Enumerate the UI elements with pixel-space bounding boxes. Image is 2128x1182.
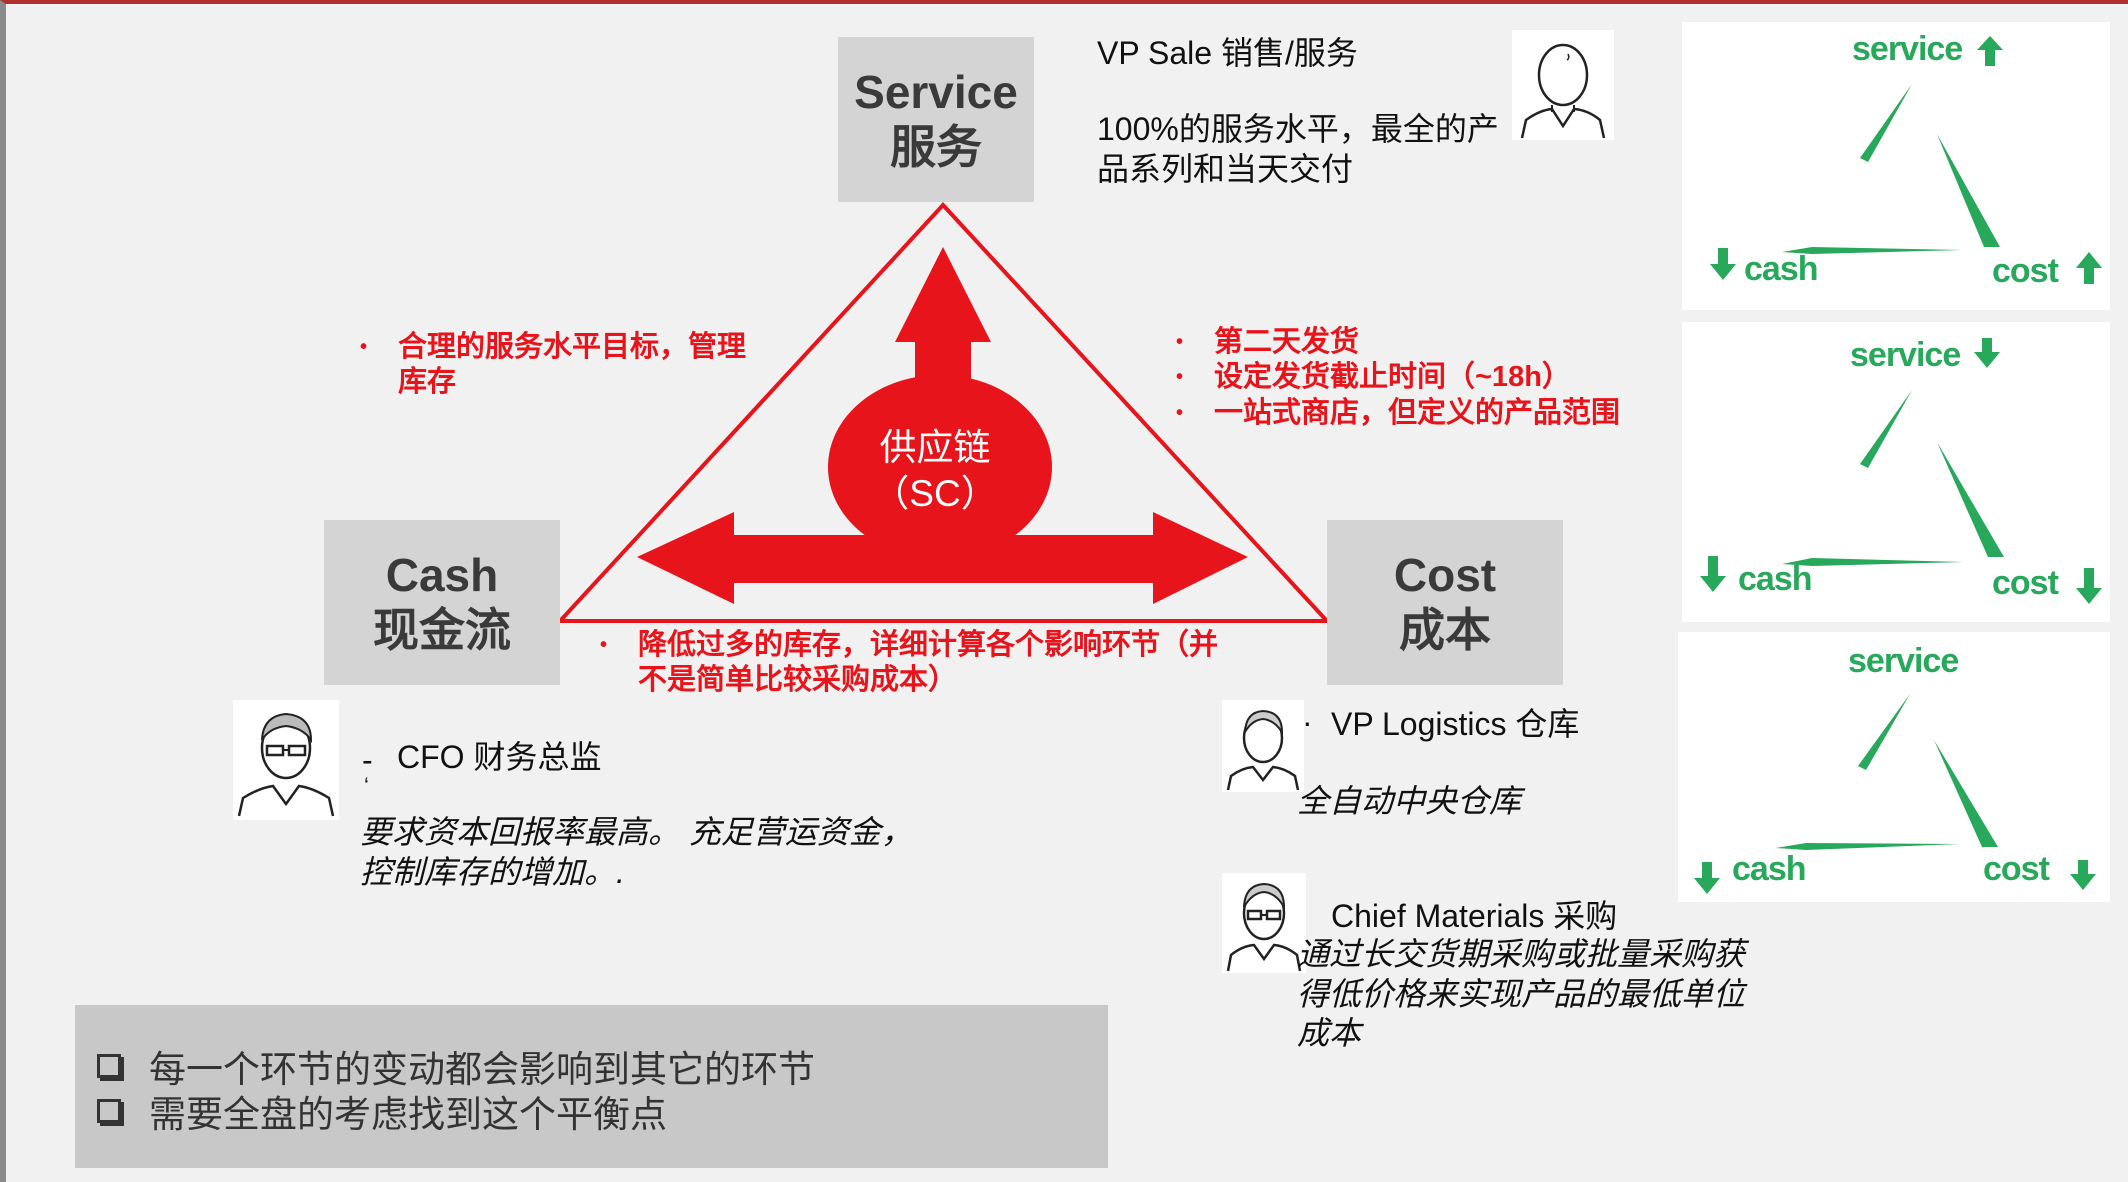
cfo-dash: - — [362, 742, 373, 778]
checkbox-icon — [97, 1098, 121, 1123]
scenario-1-service: service — [1852, 30, 1963, 68]
sc-label-line1: 供应链 — [880, 427, 991, 468]
right-annotation-3: 一站式商店，但定义的产品范围 — [1214, 396, 1621, 429]
scenario-1-cash: cash — [1744, 250, 1818, 288]
summary-text-1: 每一个环节的变动都会影响到其它的环节 — [149, 1048, 815, 1090]
bullet: • — [360, 336, 368, 358]
service-label-zh: 服务 — [890, 120, 982, 173]
scenario-2-cash: cash — [1738, 560, 1812, 598]
vp-sale-avatar-icon — [1512, 30, 1614, 140]
chief-materials-desc: 通过长交货期采购或批量采购获得低价格来实现产品的最低单位成本 — [1297, 936, 1746, 1052]
left-right-arrow — [637, 512, 1248, 604]
summary-item: 需要全盘的考虑找到这个平衡点 — [75, 1088, 1108, 1135]
scenario-panel-1: service cash cost — [1682, 22, 2110, 310]
cash-label-en: Cash — [385, 549, 499, 602]
chief-materials-avatar-icon — [1222, 873, 1306, 973]
scenario-3-cash: cash — [1732, 850, 1806, 888]
service-label-en: Service — [854, 66, 1018, 119]
cost-label-zh: 成本 — [1399, 603, 1491, 656]
cfo-mark: ‘ — [364, 773, 369, 798]
vp-logistics-avatar-icon — [1222, 700, 1304, 792]
scenario-3-triangle — [1776, 694, 1998, 850]
vp-logistics-desc: 全自动中央仓库 — [1297, 783, 1522, 819]
bottom-annotation-text: 降低过多的库存，详细计算各个影响环节（并不是简单比较采购成本） — [638, 629, 1219, 697]
summary-box: 每一个环节的变动都会影响到其它的环节 需要全盘的考虑找到这个平衡点 — [75, 1005, 1108, 1168]
cfo-avatar-icon — [233, 700, 339, 820]
scenario-2-cost: cost — [1992, 564, 2059, 602]
bullet: • — [1176, 401, 1184, 424]
arrow-up-icon — [1977, 36, 2003, 66]
bottom-annotation: • 降低过多的库存，详细计算各个影响环节（并不是简单比较采购成本） — [600, 628, 1220, 699]
cfo-desc: 要求资本回报率最高。 充足营运资金，控制库存的增加。. — [360, 814, 913, 890]
arrow-down-icon — [2070, 860, 2096, 890]
scenario-1-triangle — [1782, 84, 2000, 254]
summary-item: 每一个环节的变动都会影响到其它的环节 — [75, 1043, 1108, 1090]
right-annotation-1: 第二天发货 — [1214, 326, 1360, 358]
scenario-panel-3: service cash cost — [1678, 632, 2110, 902]
arrow-up-icon — [2076, 252, 2102, 284]
scenario-3-service: service — [1848, 642, 1959, 680]
triangle-outline — [555, 202, 1332, 623]
cost-box: Cost 成本 — [1327, 520, 1563, 685]
bullet: • — [600, 634, 608, 656]
scenario-panel-2: service cash cost — [1682, 322, 2110, 622]
scenario-2-service: service — [1850, 336, 1961, 374]
arrow-down-icon — [1694, 862, 1720, 894]
bullet: • — [1176, 331, 1184, 353]
arrow-down-icon — [1710, 248, 1736, 280]
sc-label-line2: （SC） — [872, 473, 997, 514]
chief-materials-title: Chief Materials 采购 — [1331, 898, 1618, 934]
vp-sale-title: VP Sale 销售/服务 — [1097, 35, 1358, 71]
scenario-1-cost: cost — [1992, 252, 2059, 290]
cash-label-zh: 现金流 — [373, 603, 511, 656]
vp-logistics-dot: · — [1302, 704, 1313, 740]
cfo-title: CFO 财务总监 — [397, 739, 602, 775]
arrow-down-icon — [2076, 568, 2102, 604]
sc-bubble — [828, 375, 1052, 559]
arrow-down-icon — [1700, 556, 1726, 592]
arrow-down-icon — [1974, 338, 2000, 368]
scenario-3-cost: cost — [1983, 850, 2050, 888]
left-annotation: • 合理的服务水平目标，管理库存 — [360, 330, 760, 401]
summary-text-2: 需要全盘的考虑找到这个平衡点 — [149, 1093, 667, 1135]
right-annotation-2: 设定发货截止时间（~18h） — [1214, 361, 1571, 394]
scenario-2-triangle — [1782, 390, 2004, 566]
left-annotation-text: 合理的服务水平目标，管理库存 — [398, 331, 747, 399]
cost-label-en: Cost — [1393, 549, 1497, 602]
service-box: Service 服务 — [838, 37, 1034, 202]
checkbox-icon — [97, 1053, 121, 1078]
vp-sale-desc: 100%的服务水平，最全的产品系列和当天交付 — [1097, 111, 1499, 187]
right-annotation: • 第二天发货 • 设定发货截止时间（~18h） • 一站式商店，但定义的产品范围 — [1176, 325, 1646, 431]
vp-logistics-title: VP Logistics 仓库 — [1331, 706, 1580, 742]
bullet: • — [1176, 366, 1184, 389]
cash-box: Cash 现金流 — [324, 520, 560, 685]
up-arrow — [895, 247, 991, 400]
